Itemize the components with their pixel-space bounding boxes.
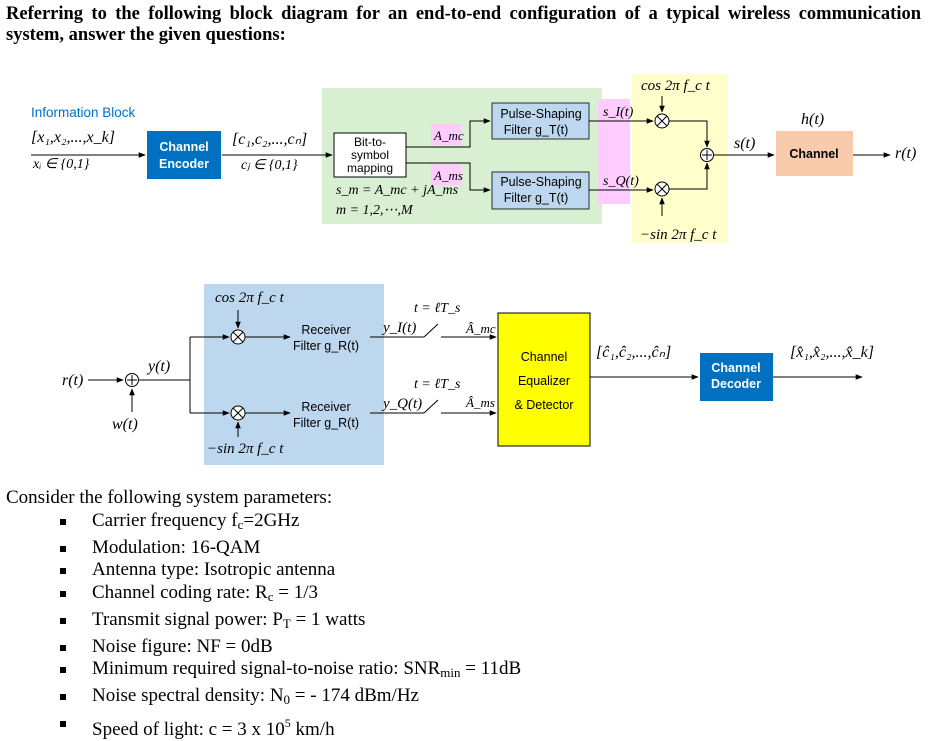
param-item: Antenna type: Isotropic antenna [60,559,521,582]
yt-label: y(t) [146,358,170,375]
info-block-label: Information Block [31,105,136,120]
decoder-label-2: Decoder [711,377,761,391]
rf-top-label-1: Receiver [301,323,350,337]
pulse-shaping-filter-bottom [491,171,590,210]
tx-mixer-bottom [654,181,670,197]
tx-adder [700,148,714,162]
param-item: Channel coding rate: Rc = 1/3 [60,582,521,609]
param-item: Modulation: 16-QAM [60,537,521,560]
rf-bottom-label-1: Receiver [301,400,350,414]
channel-block [776,131,853,176]
rx-rt-label: r(t) [62,372,83,389]
st-label: s(t) [734,135,755,152]
tx-signal-wires [31,96,891,216]
encoder-label-1: Channel [159,140,208,154]
param-item: Carrier frequency fc=2GHz [60,510,521,537]
ams-label: A_ms [433,168,463,183]
ams-hat-label: Â_ms [465,395,495,410]
amc-label-box [431,124,461,145]
rf-top-label-2: Filter g_R(t) [293,339,359,353]
ht-label: h(t) [801,111,824,128]
rx-sin-label: −sin 2π f_c t [207,441,284,457]
psf-top-label-1: Pulse-Shaping [500,107,581,121]
code-hat-sequence: [ĉ₁,ĉ₂,...,ĉₙ] [596,344,671,361]
receiver-panel [204,284,384,465]
rx-mixer-bottom [230,405,246,421]
receiver-filter-bottom [292,394,370,432]
channel-label: Channel [789,147,838,161]
info-set: xᵢ ∈ {0,1} [32,157,90,172]
carrier-panel [632,74,728,243]
sample-time-top: t = ℓT_s [414,301,461,316]
psf-bottom-label-2: Filter g_T(t) [504,191,569,205]
encoder-label-2: Encoder [159,157,209,171]
rx-mixer-top [230,329,246,345]
psf-top-label-2: Filter g_T(t) [504,123,569,137]
receiver-filter-top [292,318,370,356]
amc-hat-label: Â_mc [465,321,496,336]
equalizer-label-2: Equalizer [518,374,570,388]
amc-label: A_mc [433,128,464,143]
si-label: s_I(t) [603,105,634,120]
intro-text: Referring to the following block diagram… [6,4,921,45]
sq-label: s_Q(t) [603,174,639,189]
tx-cos-label: cos 2π f_c t [641,78,711,94]
info-sequence: [x₁,x₂,...,x_k] [31,129,115,146]
channel-decoder-block [700,353,773,401]
mapper-label-2: symbol [351,148,389,162]
code-sequence: [c₁,c₂,...,cₙ] [232,131,307,148]
symbol-equation: s_m = A_mc + jA_ms [336,183,459,198]
mapper-label-3: mapping [347,161,393,175]
params-heading: Consider the following system parameters… [6,487,333,508]
equalizer-label-1: Channel [521,350,568,364]
ams-label-box [431,164,461,185]
tx-sin-label: −sin 2π f_c t [640,227,717,243]
param-item: Noise spectral density: N0 = - 174 dBm/H… [60,685,521,712]
pulse-shaping-filter-top [491,102,590,140]
yi-label: y_I(t) [381,320,416,336]
equalizer-block [497,312,591,447]
rx-cos-label: cos 2π f_c t [215,290,285,306]
wt-label: w(t) [112,416,138,433]
psf-bottom-label-1: Pulse-Shaping [500,175,581,189]
tx-rt-label: r(t) [895,145,916,162]
param-item: Transmit signal power: PT = 1 watts [60,609,521,636]
tx-mixer-top [654,113,670,129]
mapper-label-1: Bit-to- [354,135,386,149]
param-item: Minimum required signal-to-noise ratio: … [60,658,521,685]
bit-to-symbol-block [333,132,407,178]
sample-time-bottom: t = ℓT_s [414,377,461,392]
param-item: Speed of light: c = 3 x 105 km/h [60,712,521,741]
info-hat-sequence: [x̂₁,x̂₂,...,x̂_k] [790,344,874,361]
equalizer-label-3: & Detector [514,398,573,412]
decoder-label-1: Channel [711,361,760,375]
yq-label: y_Q(t) [381,396,422,412]
block-diagram: Information Block [x₁,x₂,...,x_k] xᵢ ∈ {… [31,74,916,465]
symbol-index-range: m = 1,2,⋯,M [336,203,414,218]
signal-panel [598,99,630,204]
rf-bottom-label-2: Filter g_R(t) [293,416,359,430]
param-item: Noise figure: NF = 0dB [60,636,521,659]
rx-signal-wires [88,310,863,437]
code-set: cⱼ ∈ {0,1} [241,158,298,173]
rx-adder [125,373,139,387]
channel-encoder-block [147,131,221,179]
